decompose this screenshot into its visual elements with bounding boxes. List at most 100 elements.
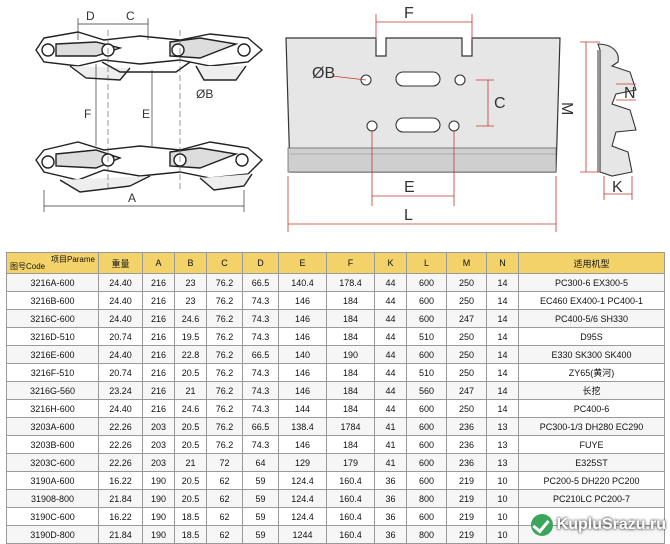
value-cell: 250 [446, 291, 487, 310]
model-cell: D95S [518, 327, 665, 346]
value-cell: 23 [174, 273, 207, 292]
value-cell: 36 [374, 471, 407, 490]
value-cell: 20.5 [174, 435, 207, 454]
column-header: E [278, 252, 327, 274]
model-cell: PC400-6 [518, 399, 665, 418]
value-cell: 16.22 [98, 507, 143, 526]
value-cell: 44 [374, 309, 407, 328]
value-cell: 76.2 [206, 435, 243, 454]
value-cell: 600 [406, 453, 447, 472]
header-diagonal-cell: 项目Parame 图号Code [6, 252, 99, 274]
value-cell: 18.5 [174, 507, 207, 526]
value-cell: 44 [374, 273, 407, 292]
value-cell: 216 [142, 381, 175, 400]
value-cell: 216 [142, 327, 175, 346]
value-cell: 124.4 [278, 489, 327, 508]
value-cell: 22.26 [98, 417, 143, 436]
value-cell: 14 [486, 291, 519, 310]
value-cell: 1244 [278, 525, 327, 544]
value-cell: 140.4 [278, 273, 327, 292]
code-cell: 3203B-600 [6, 435, 99, 454]
watermark-text: KupluSrazu.ru [556, 516, 666, 533]
value-cell: 203 [142, 453, 175, 472]
model-cell: PC200-5 DH220 PC200 [518, 471, 665, 490]
value-cell: 59 [242, 489, 279, 508]
column-header: D [242, 252, 279, 274]
value-cell: 600 [406, 435, 447, 454]
value-cell: 160.4 [326, 489, 375, 508]
header-code-label: 图号Code [10, 262, 46, 271]
value-cell: 76.2 [206, 291, 243, 310]
value-cell: 74.3 [242, 327, 279, 346]
value-cell: 216 [142, 291, 175, 310]
value-cell: 22.8 [174, 345, 207, 364]
value-cell: 14 [486, 327, 519, 346]
value-cell: 10 [486, 489, 519, 508]
value-cell: 24.6 [174, 309, 207, 328]
track-shoe-drawing: F ØB C E L [285, 5, 561, 232]
value-cell: 76.2 [206, 345, 243, 364]
value-cell: 510 [406, 363, 447, 382]
value-cell: 250 [446, 327, 487, 346]
value-cell: 44 [374, 291, 407, 310]
value-cell: 144 [278, 399, 327, 418]
value-cell: 10 [486, 507, 519, 526]
value-cell: 59 [242, 471, 279, 490]
value-cell: 236 [446, 453, 487, 472]
code-cell: 3216D-510 [6, 327, 99, 346]
value-cell: 22.26 [98, 435, 143, 454]
value-cell: 21 [174, 381, 207, 400]
column-header: 重量 [98, 252, 143, 274]
model-cell [518, 525, 665, 544]
value-cell: 24.40 [98, 345, 143, 364]
value-cell: 24.40 [98, 399, 143, 418]
value-cell: 236 [446, 417, 487, 436]
value-cell: 219 [446, 471, 487, 490]
value-cell: 124.4 [278, 471, 327, 490]
value-cell: 36 [374, 507, 407, 526]
value-cell: 600 [406, 273, 447, 292]
value-cell: 76.2 [206, 363, 243, 382]
value-cell: 64 [242, 453, 279, 472]
code-cell: 3216F-510 [6, 363, 99, 382]
column-header: F [326, 252, 375, 274]
value-cell: 247 [446, 381, 487, 400]
value-cell: 600 [406, 291, 447, 310]
label-c: C [126, 9, 135, 23]
value-cell: 14 [486, 309, 519, 328]
value-cell: 13 [486, 453, 519, 472]
code-cell: 3203C-600 [6, 453, 99, 472]
value-cell: 600 [406, 309, 447, 328]
value-cell: 146 [278, 291, 327, 310]
model-cell: FUYE [518, 435, 665, 454]
column-header: M [446, 252, 487, 274]
code-cell: 3216E-600 [6, 345, 99, 364]
value-cell: 76.2 [206, 417, 243, 436]
value-cell: 190 [142, 525, 175, 544]
value-cell: 250 [446, 273, 487, 292]
model-cell: PC300-1/3 DH280 EC290 [518, 417, 665, 436]
value-cell: 24.40 [98, 309, 143, 328]
value-cell: 20.74 [98, 327, 143, 346]
value-cell: 19.5 [174, 327, 207, 346]
value-cell: 14 [486, 381, 519, 400]
model-cell: E330 SK300 SK400 [518, 345, 665, 364]
value-cell: 14 [486, 273, 519, 292]
value-cell: 10 [486, 525, 519, 544]
value-cell: 76.2 [206, 327, 243, 346]
value-cell: 20.74 [98, 363, 143, 382]
value-cell: 184 [326, 291, 375, 310]
value-cell: 76.2 [206, 399, 243, 418]
value-cell: 44 [374, 345, 407, 364]
value-cell: 21 [174, 453, 207, 472]
value-cell: 184 [326, 399, 375, 418]
value-cell: 600 [406, 345, 447, 364]
